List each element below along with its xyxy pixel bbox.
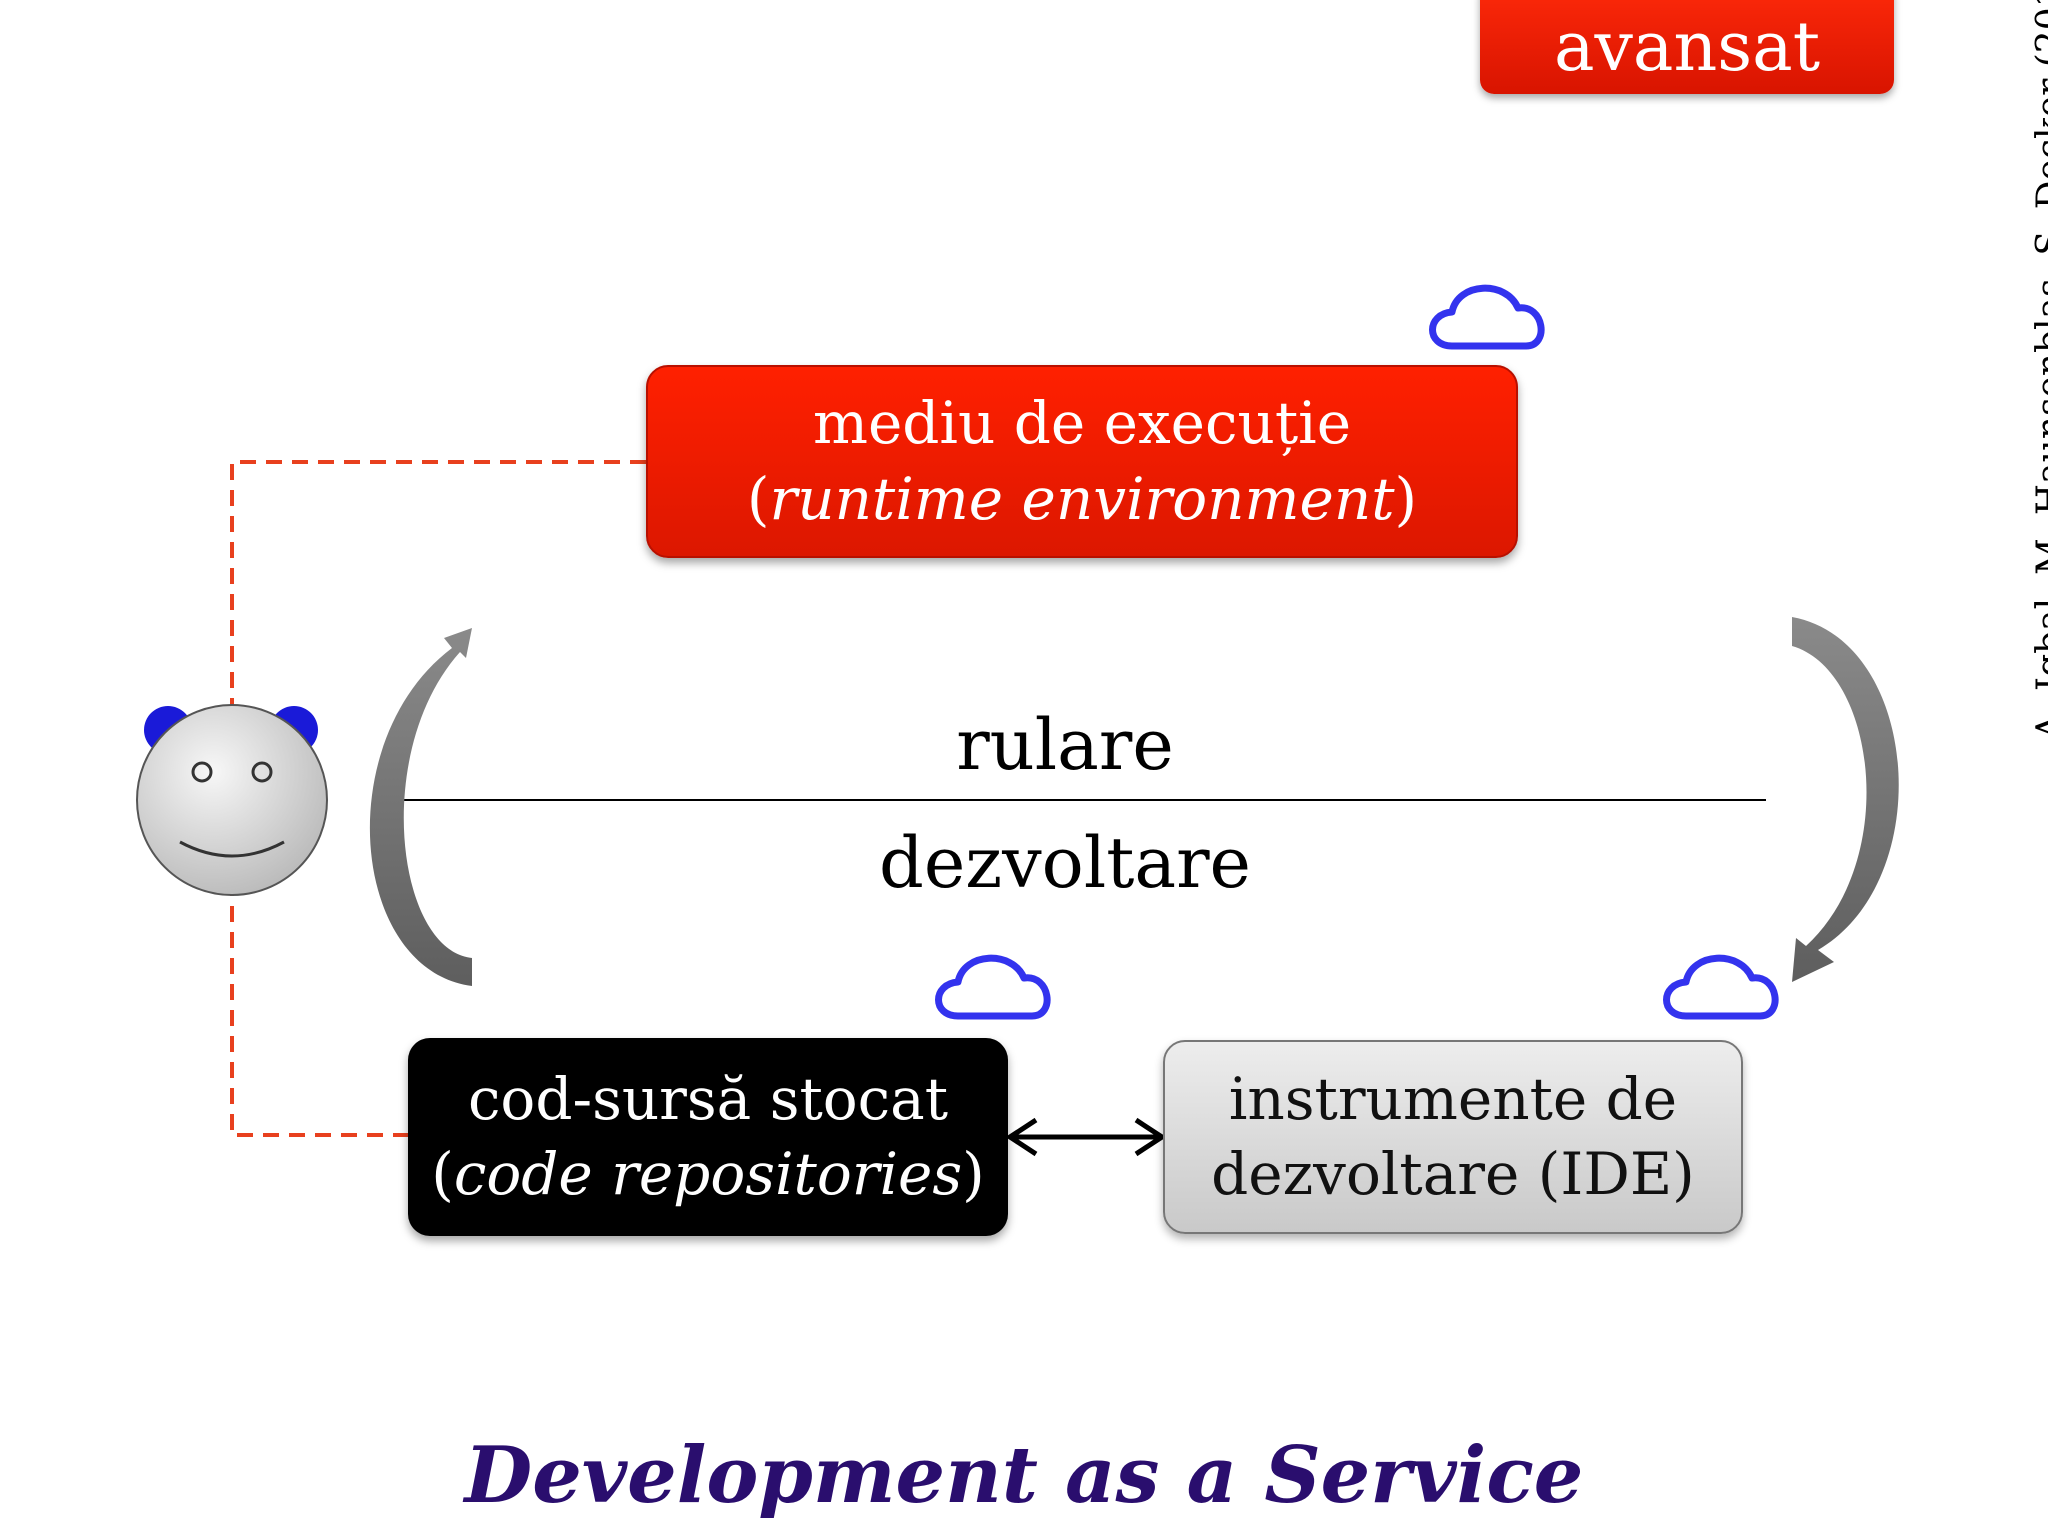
level-badge-label: avansat bbox=[1553, 8, 1821, 87]
cycle-arrow-right-icon bbox=[1792, 617, 1899, 982]
user-avatar-icon bbox=[136, 704, 328, 896]
ide-box: instrumente de dezvoltare (IDE) bbox=[1163, 1040, 1743, 1234]
runtime-box-line1: mediu de execuție bbox=[812, 389, 1352, 458]
cycle-arrow-left-icon bbox=[369, 628, 472, 986]
code-repository-box: cod-sursă stocat (code repositories) bbox=[408, 1038, 1008, 1236]
citation-text: A. Iqbal, M. Haunsenblas, S. Decker (201… bbox=[2030, 0, 2048, 740]
ide-box-line2: dezvoltare (IDE) bbox=[1211, 1140, 1695, 1208]
repo-box-line1: cod-sursă stocat bbox=[467, 1064, 949, 1133]
level-badge: avansat bbox=[1480, 0, 1894, 94]
run-label: rulare bbox=[956, 704, 1174, 786]
ide-box-line1: instrumente de bbox=[1228, 1064, 1678, 1133]
repo-box-line2: (code repositories) bbox=[431, 1140, 985, 1208]
cloud-icon bbox=[1429, 284, 1545, 350]
cloud-icon bbox=[1663, 954, 1779, 1020]
dev-label: dezvoltare bbox=[879, 822, 1251, 904]
slide-title: Development as a Service bbox=[464, 1430, 1584, 1521]
cloud-icon bbox=[935, 954, 1051, 1020]
dashed-connector bbox=[230, 460, 646, 1137]
runtime-box-line2: (runtime environment) bbox=[746, 464, 1418, 533]
runtime-environment-box: mediu de execuție (runtime environment) bbox=[646, 365, 1518, 558]
double-arrow-icon bbox=[1005, 1117, 1167, 1157]
